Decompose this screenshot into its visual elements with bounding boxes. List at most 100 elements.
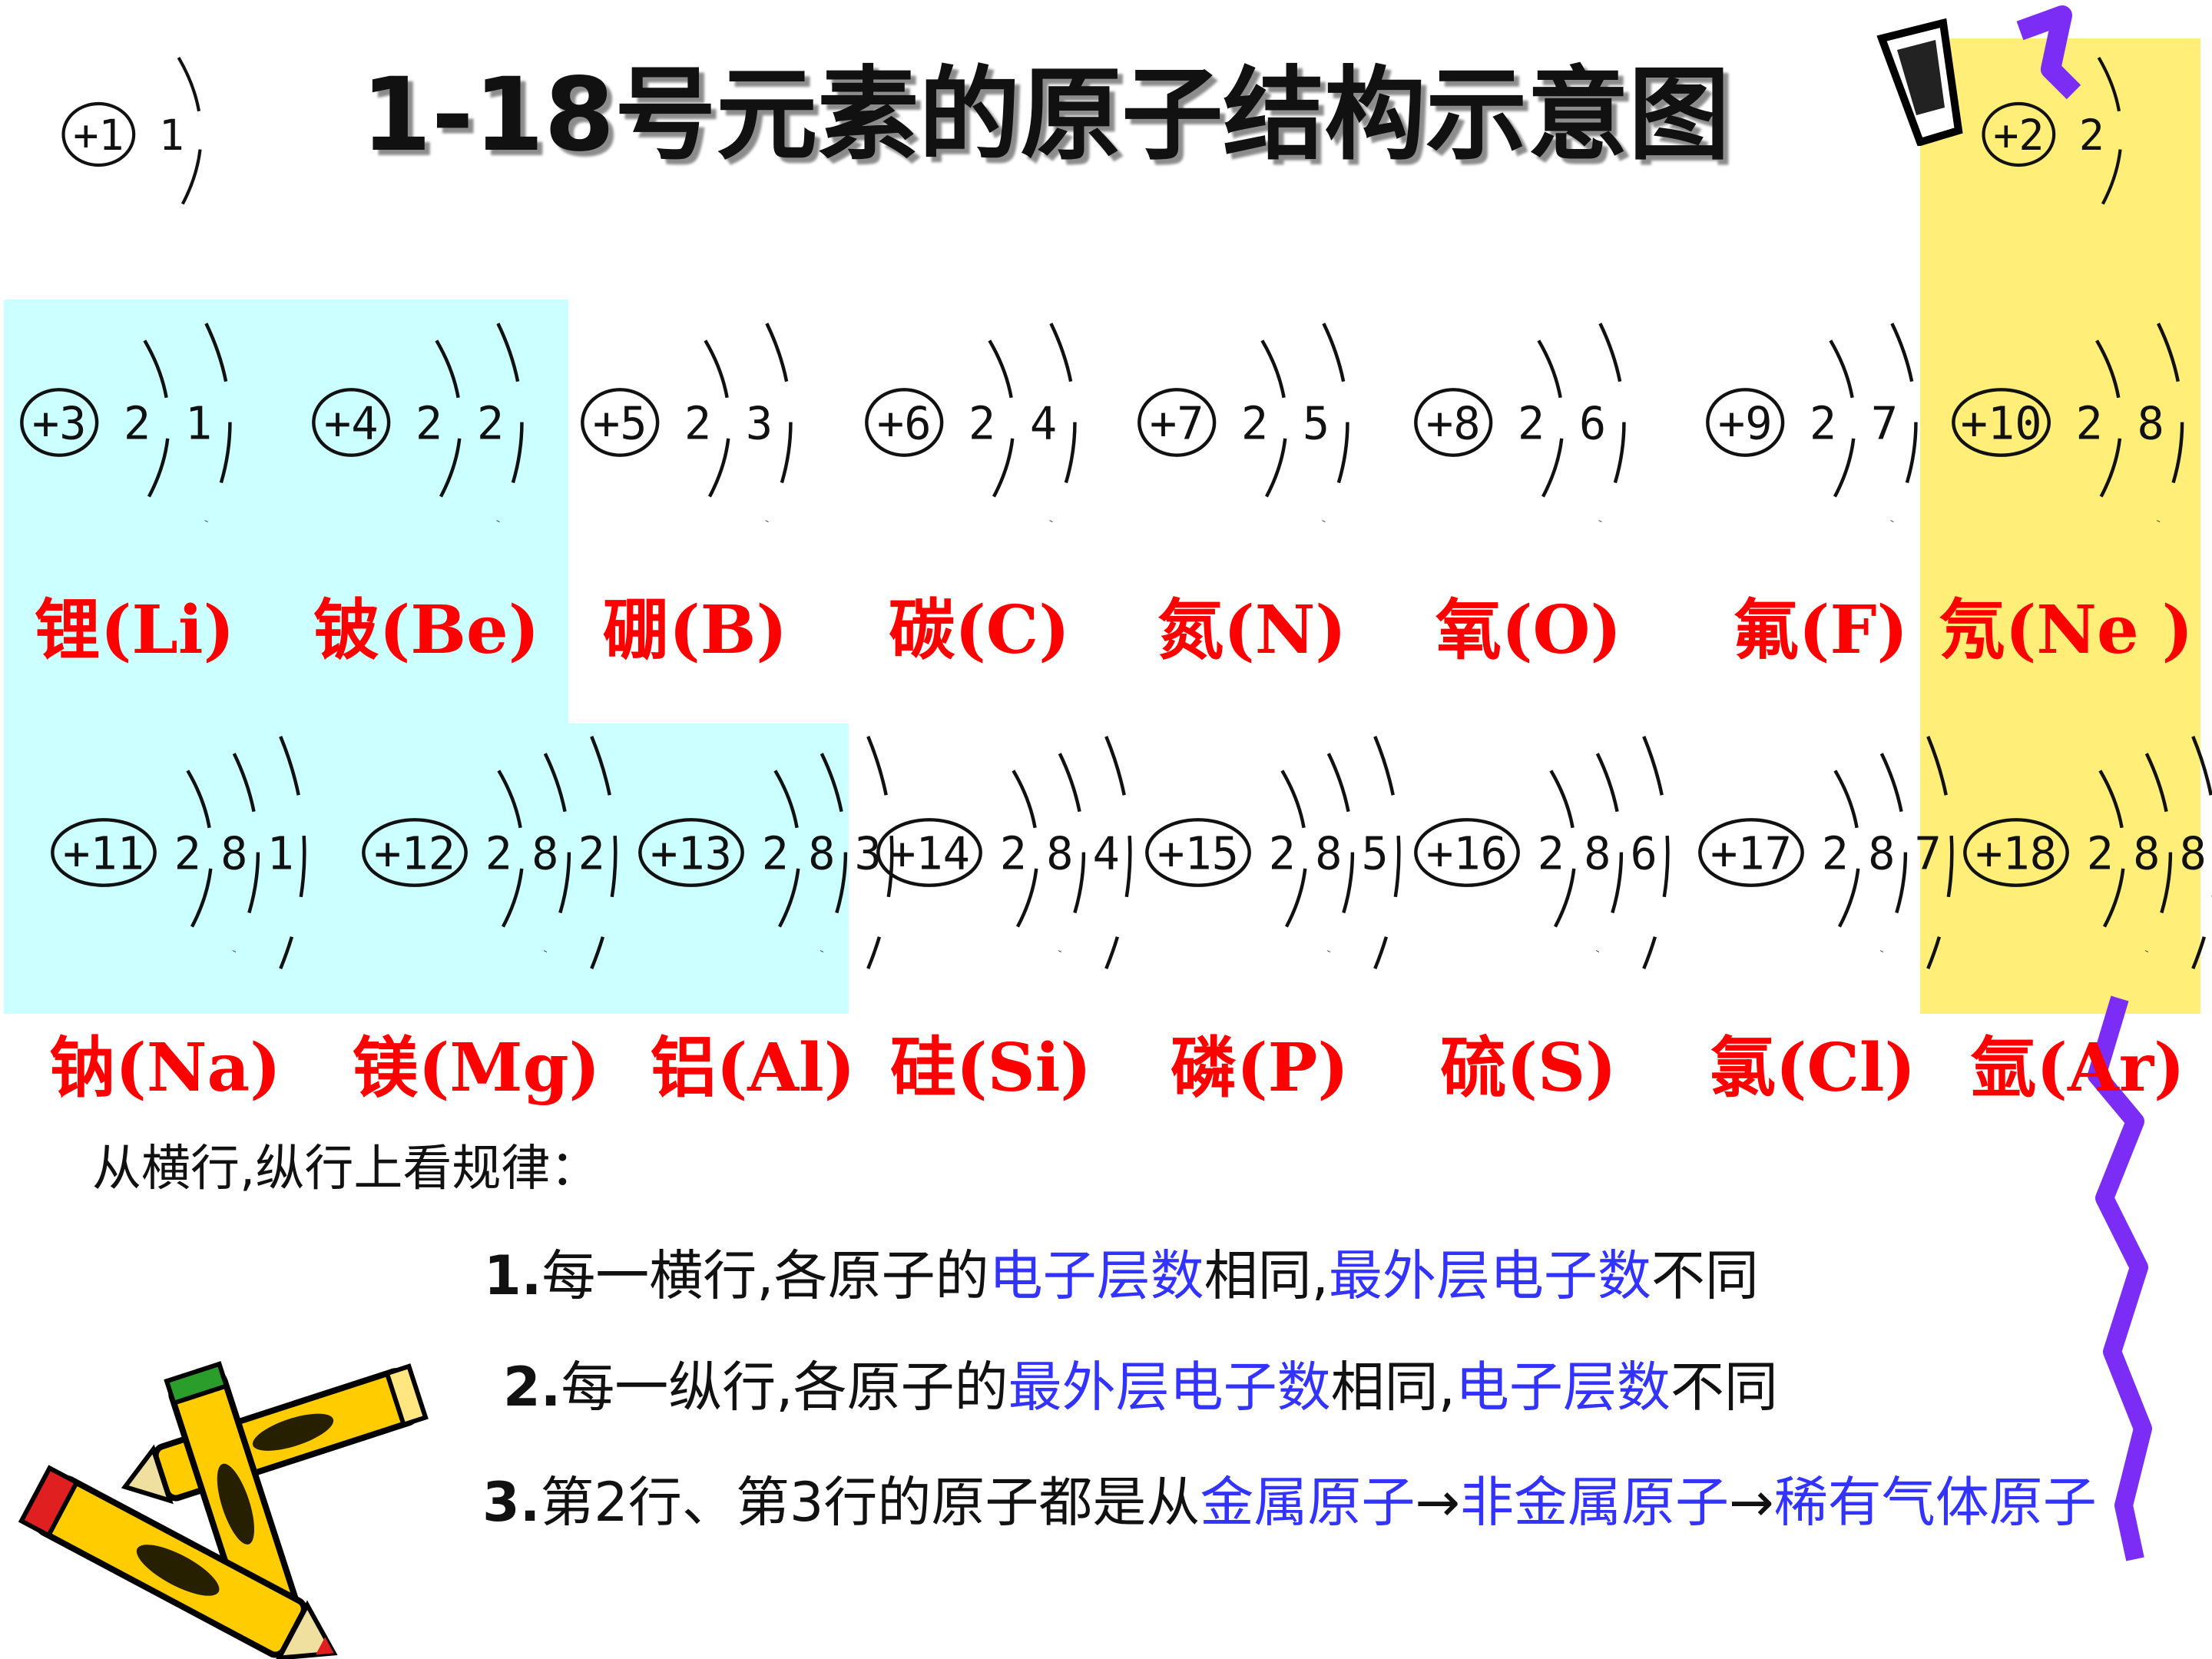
shell-electron-count: 2 xyxy=(684,397,711,449)
element-label: 氖(Ne ) xyxy=(1939,591,2194,669)
electron-shell-arc xyxy=(1549,770,1577,935)
electron-shell-arc xyxy=(2098,770,2126,935)
shell-electron-count: 8 xyxy=(2180,827,2207,879)
electron-shell-arc xyxy=(2097,56,2123,213)
shell-electron-count: 8 xyxy=(531,827,558,879)
electron-shell-arc xyxy=(1642,736,1670,969)
shell-electron-count: 2 xyxy=(1000,827,1027,879)
nucleus-charge: +15 xyxy=(1157,827,1239,879)
shell-electron-count: 2 xyxy=(762,827,789,879)
electron-shell-arc xyxy=(2095,339,2123,505)
electron-shell-arc xyxy=(765,323,793,522)
shell-electron-count: 2 xyxy=(1810,397,1836,449)
element-label: 磷(P) xyxy=(1170,1029,1349,1107)
rule-keyword: 最外层电子数 xyxy=(1008,1356,1331,1419)
element-label: 硅(Si) xyxy=(889,1029,1092,1107)
nucleus-circle xyxy=(20,388,99,457)
element-label: 锂(Li) xyxy=(34,591,235,669)
rule-2: 2.每一纵行,各原子的最外层电子数相同,电子层数不同 xyxy=(503,1344,1778,1422)
electron-shell-arc xyxy=(1926,736,1954,969)
rule-text: 不同 xyxy=(1670,1356,1778,1419)
electron-shell-arc xyxy=(2191,736,2212,969)
electron-shell-arc xyxy=(435,339,462,505)
electron-shell-arc xyxy=(590,736,618,969)
rule-text: 每一纵行,各原子的 xyxy=(561,1356,1008,1419)
nucleus-charge: +14 xyxy=(889,827,970,879)
nucleus-charge: +3 xyxy=(32,397,87,449)
electron-shell-arc xyxy=(773,770,801,935)
highlight-noble-gases xyxy=(1920,38,2200,1014)
electron-shell-arc xyxy=(1890,323,1918,522)
nucleus-charge: +12 xyxy=(374,827,455,879)
electron-shell-arc xyxy=(1598,323,1626,522)
pen-clipart xyxy=(1876,18,1963,146)
nucleus-charge: +10 xyxy=(1961,397,2042,449)
nucleus-circle xyxy=(312,388,391,457)
shell-electron-count: 2 xyxy=(578,827,605,879)
rule-text: 不同 xyxy=(1651,1244,1759,1307)
rule-text: → xyxy=(1415,1471,1461,1534)
rule-number: 1. xyxy=(484,1244,542,1307)
shell-electron-count: 2 xyxy=(124,397,151,449)
shell-electron-count: 8 xyxy=(220,827,247,879)
electron-shell-arc xyxy=(279,736,306,969)
nucleus-charge: +13 xyxy=(651,827,732,879)
element-label: 氮(N) xyxy=(1157,591,1346,669)
electron-shell-arc xyxy=(704,339,731,505)
rule-text: → xyxy=(1729,1471,1774,1534)
pencils-clipart xyxy=(18,1361,429,1659)
observation-heading: 从横行,纵行上看规律： xyxy=(92,1141,600,1197)
nucleus-circle xyxy=(1414,388,1493,457)
element-label: 钠(Na) xyxy=(49,1029,281,1107)
electron-shell-arc xyxy=(543,753,571,952)
nucleus-circle xyxy=(865,388,944,457)
shell-electron-count: 2 xyxy=(2079,111,2104,160)
element-label: 氟(F) xyxy=(1732,591,1909,669)
electron-shell-arc xyxy=(1104,736,1132,969)
electron-shell-arc xyxy=(1833,770,1861,935)
electron-shell-arc xyxy=(143,339,171,505)
shell-electron-count: 2 xyxy=(485,827,512,879)
shell-electron-count: 2 xyxy=(2076,397,2103,449)
electron-shell-arc xyxy=(497,770,525,935)
shell-electron-count: 2 xyxy=(1518,397,1545,449)
nucleus-circle xyxy=(51,818,157,887)
element-label: 铍(Be) xyxy=(313,591,540,669)
electron-shell-arc xyxy=(1322,323,1349,522)
nucleus-charge: +5 xyxy=(593,397,647,449)
nucleus-circle xyxy=(1145,818,1251,887)
electron-shell-arc xyxy=(177,56,203,213)
electron-shell-arc xyxy=(1326,753,1355,952)
shell-electron-count: 2 xyxy=(969,397,995,449)
rule-text: 相同, xyxy=(1204,1244,1329,1307)
nucleus-charge: +16 xyxy=(1426,827,1508,879)
shell-electron-count: 1 xyxy=(185,397,212,449)
shell-electron-count: 4 xyxy=(1030,397,1057,449)
nucleus-charge: +9 xyxy=(1718,397,1773,449)
nucleus-circle xyxy=(1982,101,2056,167)
nucleus-circle xyxy=(1706,388,1785,457)
